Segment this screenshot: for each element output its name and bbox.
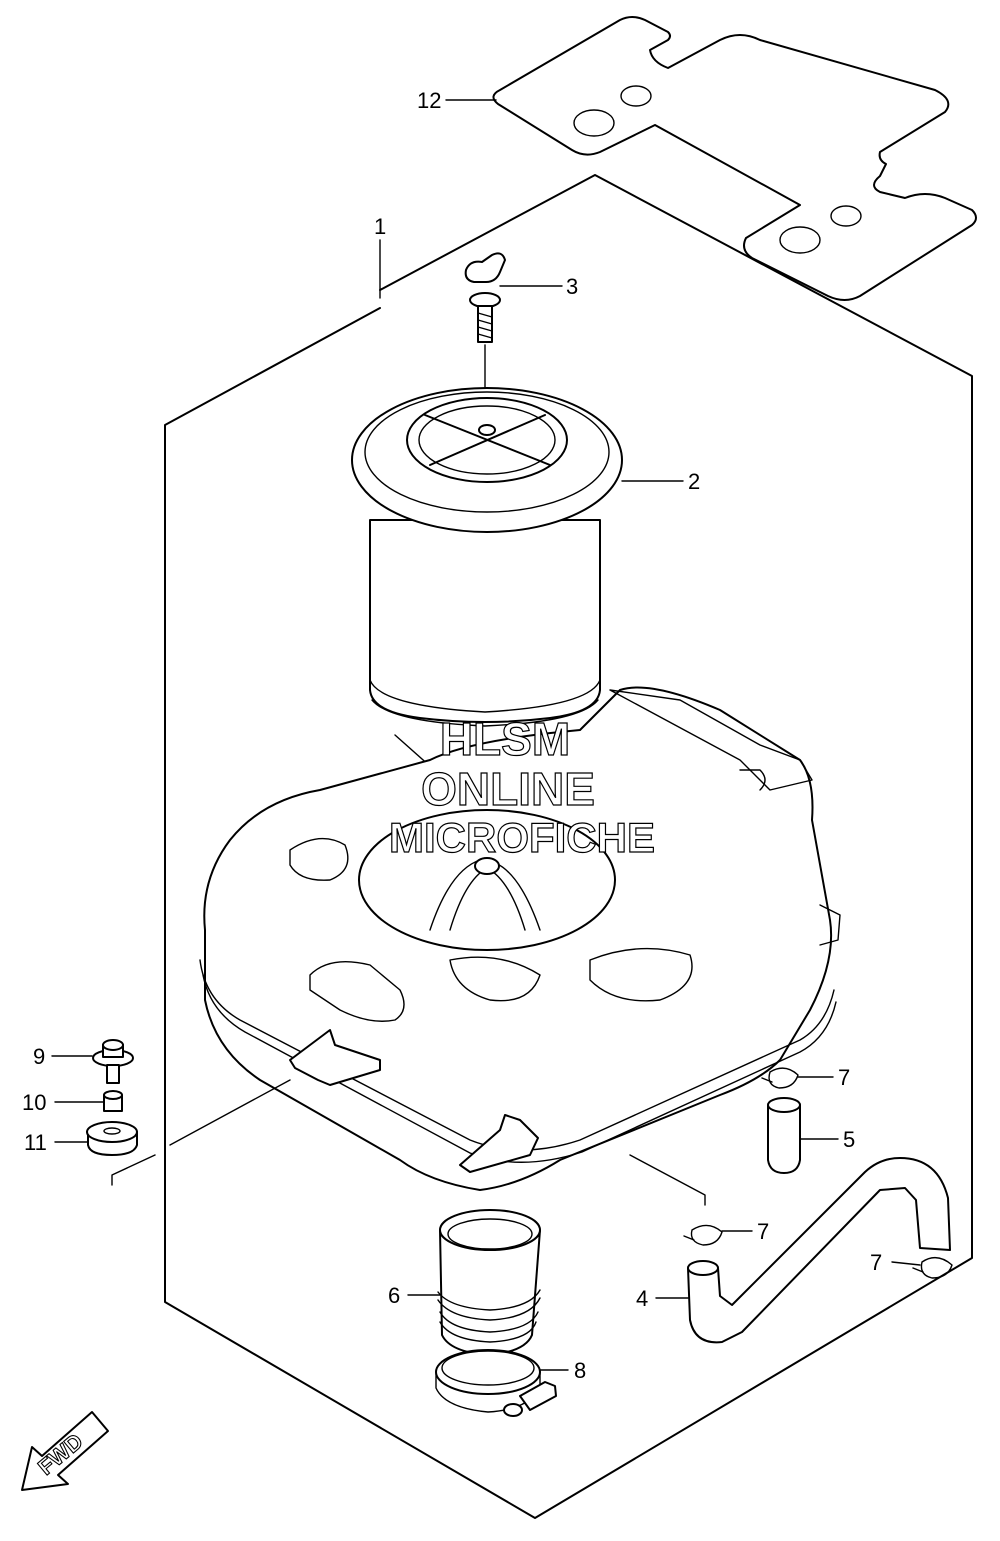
watermark-line-3: MICROFICHE bbox=[389, 814, 655, 861]
part-8-clamp bbox=[435, 1349, 557, 1417]
air-box-body bbox=[199, 686, 841, 1191]
callout-1: 1 bbox=[374, 214, 386, 239]
part-7-clip-middle bbox=[683, 1224, 723, 1246]
callout-11: 11 bbox=[24, 1130, 47, 1155]
callout-12: 12 bbox=[417, 88, 441, 113]
part-9-bolt bbox=[92, 1039, 134, 1084]
watermark-line-1: HLSM bbox=[440, 713, 570, 765]
leader-guides bbox=[111, 1079, 706, 1206]
callout-6: 6 bbox=[388, 1283, 400, 1308]
part-12-plate bbox=[492, 16, 977, 301]
callout-numbers: 12 1 3 2 9 10 11 7 5 7 7 6 4 8 bbox=[22, 88, 882, 1383]
callout-4: 4 bbox=[636, 1286, 648, 1311]
callout-10: 10 bbox=[22, 1090, 46, 1115]
watermark: HLSM ONLINE MICROFICHE bbox=[388, 712, 655, 861]
part-3-wing-bolt bbox=[464, 252, 506, 431]
callout-8: 8 bbox=[574, 1358, 586, 1383]
part-10-collar bbox=[103, 1090, 123, 1112]
callout-7-upper: 7 bbox=[838, 1065, 850, 1090]
callout-2: 2 bbox=[688, 469, 700, 494]
part-4-hose bbox=[687, 1157, 951, 1344]
callout-5: 5 bbox=[843, 1127, 855, 1152]
part-2-air-filter bbox=[351, 387, 623, 791]
callout-3: 3 bbox=[566, 274, 578, 299]
part-6-boot bbox=[437, 1209, 541, 1356]
part-7-clip-lower bbox=[912, 1257, 953, 1279]
fwd-direction-arrow: FWD bbox=[21, 1411, 109, 1491]
callout-leaders bbox=[51, 99, 921, 1371]
part-1-assembly-frame bbox=[164, 174, 973, 1519]
part-11-grommet bbox=[86, 1121, 138, 1156]
watermark-line-2: ONLINE bbox=[421, 763, 595, 815]
callout-9: 9 bbox=[33, 1044, 45, 1069]
part-5-hose bbox=[767, 1097, 801, 1174]
callout-7-lower: 7 bbox=[870, 1250, 882, 1275]
callout-7-middle: 7 bbox=[757, 1219, 769, 1244]
part-7-clip-upper bbox=[761, 1067, 799, 1089]
